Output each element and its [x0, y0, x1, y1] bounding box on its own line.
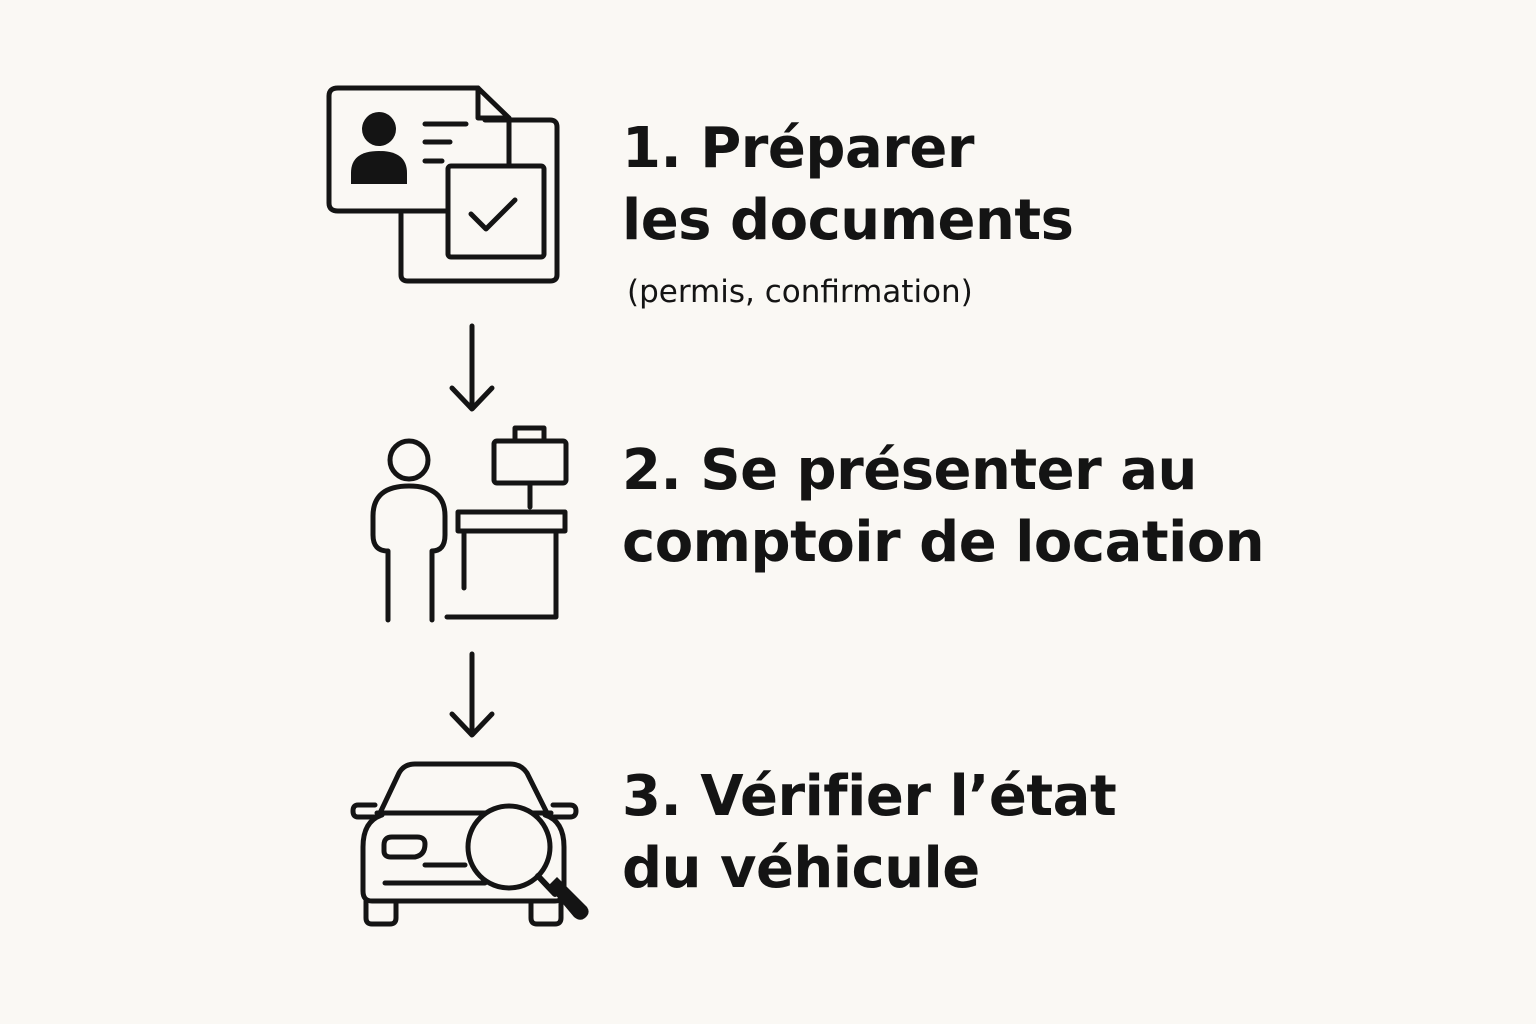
arrow-down-icon: [440, 650, 500, 745]
person-at-counter-icon: [360, 415, 580, 625]
step-1-title: 1. Préparer les documents: [622, 113, 1074, 257]
step-1-note: (permis, confirmation): [627, 274, 973, 310]
step-2-title: 2. Se présenter au comptoir de location: [622, 435, 1265, 579]
step-2-title-line-2: comptoir de location: [622, 510, 1265, 575]
step-3-title-line-1: 3. Vérifier l’état: [622, 764, 1117, 829]
step-1-title-line-2: les documents: [622, 188, 1074, 253]
car-inspection-magnifier-icon: [345, 755, 595, 935]
id-card-document-check-icon: [320, 80, 570, 290]
step-1-title-line-1: 1. Préparer: [622, 116, 974, 181]
arrow-down-icon: [440, 320, 500, 415]
step-3-title: 3. Vérifier l’état du véhicule: [622, 761, 1117, 905]
step-3-title-line-2: du véhicule: [622, 836, 980, 901]
step-2-title-line-1: 2. Se présenter au: [622, 438, 1197, 503]
